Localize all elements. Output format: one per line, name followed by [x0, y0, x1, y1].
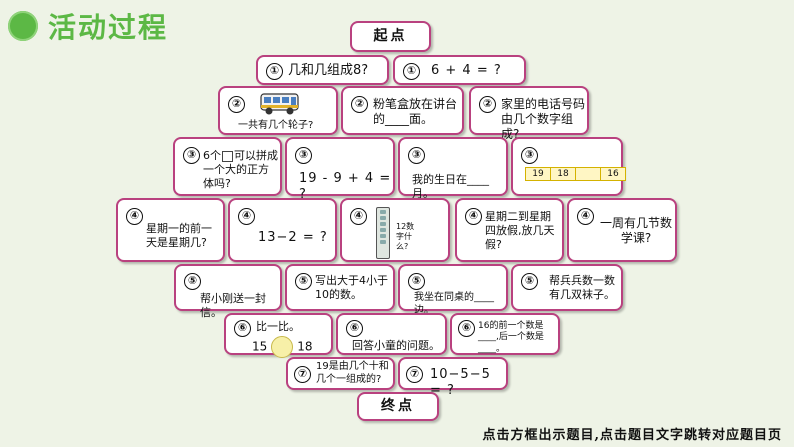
step-number: ① [266, 63, 283, 80]
question-text[interactable]: 帮兵兵数一数有几双袜子。 [549, 274, 615, 301]
number-cell: 18 [551, 168, 576, 180]
step-number: ⑤ [408, 273, 425, 290]
question-text[interactable]: 帮小刚送一封信。 [200, 292, 266, 319]
question-text[interactable]: 一共有几个轮子? [238, 120, 314, 131]
phone-icon [376, 207, 390, 259]
question-text[interactable]: 比一比。 [256, 320, 300, 333]
question-card-5a[interactable]: ⑤ 帮小刚送一封信。 [174, 264, 282, 319]
compare-left: 15 [252, 339, 268, 354]
question-text[interactable]: 10−5−5 = ? [430, 367, 491, 399]
question-card-6b[interactable]: ⑥ 回答小童的问题。 [336, 313, 447, 355]
start-card[interactable]: 起点 [350, 21, 431, 52]
question-text[interactable]: 12数字什么? [396, 222, 415, 251]
question-text[interactable]: 家里的电话号码由几个数字组成? [501, 97, 586, 141]
step-number: ③ [408, 147, 425, 164]
step-number: ⑤ [295, 273, 312, 290]
number-cell: 19 [526, 168, 551, 180]
step-number: ④ [577, 208, 594, 225]
question-card-6c[interactable]: ⑥ 16的前一个数是____,后一个数是____。 [450, 313, 560, 355]
question-card-7b[interactable]: ⑦ 10−5−5 = ? [398, 357, 508, 398]
question-card-5c[interactable]: ⑤ 我坐在同桌的____边。 [398, 264, 508, 316]
step-number: ③ [295, 147, 312, 164]
page-title: 活动过程 [48, 11, 169, 44]
question-card-4d[interactable]: ④ 星期二到星期四放假,放几天假? [455, 198, 564, 262]
step-number: ⑤ [521, 273, 538, 290]
question-text[interactable]: 19是由几个十和几个一组成的? [316, 361, 389, 385]
question-text-prefix[interactable]: 6个 [203, 149, 221, 162]
question-card-3b[interactable]: ③ 19 - 9 + 4 = ? [285, 137, 395, 202]
question-card-3d[interactable]: ③ 19 18 16 [511, 137, 626, 196]
step-number: ④ [465, 208, 482, 225]
step-number: ⑥ [458, 320, 475, 337]
step-number: ⑥ [346, 320, 363, 337]
question-card-7a[interactable]: ⑦ 19是由几个十和几个一组成的? [286, 357, 395, 390]
question-text[interactable]: 星期二到星期四放假,放几天假? [485, 210, 555, 251]
step-number: ⑦ [406, 366, 423, 383]
question-text[interactable]: 几和几组成8? [288, 63, 369, 78]
number-line[interactable]: 19 18 16 [525, 167, 626, 181]
question-card-4b[interactable]: ④ 13−2 = ? [228, 198, 337, 262]
question-card-4e[interactable]: ④ 一周有几节数学课? [567, 198, 677, 262]
step-number: ③ [521, 147, 538, 164]
start-label: 起点 [373, 27, 408, 44]
question-card-3c[interactable]: ③ 我的生日在____月。 [398, 137, 508, 200]
question-text[interactable]: 我坐在同桌的____边。 [414, 292, 494, 316]
question-card-4a[interactable]: ④ 星期一的前一天是星期几? [116, 198, 225, 262]
step-number: ① [403, 63, 420, 80]
number-cell: 16 [607, 169, 619, 179]
question-card-2a[interactable]: ② 一共有几个轮子? [218, 86, 338, 135]
step-number: ④ [126, 208, 143, 225]
question-text[interactable]: 回答小童的问题。 [352, 339, 440, 352]
compare-blank[interactable] [271, 336, 294, 358]
number-cell [576, 168, 601, 180]
end-card[interactable]: 终点 [357, 392, 439, 421]
step-number: ② [351, 96, 368, 113]
question-card-1b[interactable]: ① 6 + 4 = ? [393, 55, 526, 85]
step-number: ⑤ [184, 273, 201, 290]
step-number: ④ [238, 208, 255, 225]
step-number: ③ [183, 147, 200, 164]
bus-icon [260, 93, 299, 115]
question-text[interactable]: 可以拼成一个大的正方体吗? [203, 149, 278, 190]
question-card-5b[interactable]: ⑤ 写出大于4小于10的数。 [285, 264, 395, 311]
question-card-5d[interactable]: ⑤ 帮兵兵数一数有几双袜子。 [511, 264, 623, 311]
question-text[interactable]: 星期一的前一天是星期几? [146, 222, 212, 249]
question-text[interactable]: 19 - 9 + 4 = ? [299, 171, 392, 203]
step-number: ② [479, 96, 496, 113]
question-text[interactable]: 6 + 4 = ? [431, 63, 502, 78]
question-text[interactable]: 16的前一个数是____,后一个数是____。 [478, 321, 544, 354]
step-number: ② [228, 96, 245, 113]
cube-icon [222, 150, 233, 162]
bullet-icon [8, 11, 38, 41]
question-card-2b[interactable]: ② 粉笔盒放在讲台的____面。 [341, 86, 464, 135]
end-label: 终点 [381, 397, 415, 414]
step-number: ⑦ [294, 366, 311, 383]
step-number: ⑥ [234, 320, 251, 337]
question-card-3a[interactable]: ③ 6个可以拼成一个大的正方体吗? [173, 137, 282, 196]
instruction-text: 点击方框出示题目,点击题目文字跳转对应题目页 [482, 428, 782, 443]
question-card-1a[interactable]: ① 几和几组成8? [256, 55, 389, 85]
question-card-4c[interactable]: ④ 12数字什么? [340, 198, 450, 262]
question-text[interactable]: 我的生日在____月。 [412, 173, 489, 200]
compare-right: 18 [297, 339, 313, 354]
question-card-6a[interactable]: ⑥ 比一比。 15 18 [224, 313, 333, 358]
question-text[interactable]: 13−2 = ? [258, 230, 328, 245]
question-text[interactable]: 写出大于4小于10的数。 [315, 274, 388, 301]
step-number: ④ [350, 208, 367, 225]
question-text[interactable]: 粉笔盒放在讲台的____面。 [373, 97, 458, 126]
header: 活动过程 [8, 6, 168, 46]
question-text[interactable]: 一周有几节数学课? [599, 216, 672, 245]
question-card-2c[interactable]: ② 家里的电话号码由几个数字组成? [469, 86, 589, 141]
